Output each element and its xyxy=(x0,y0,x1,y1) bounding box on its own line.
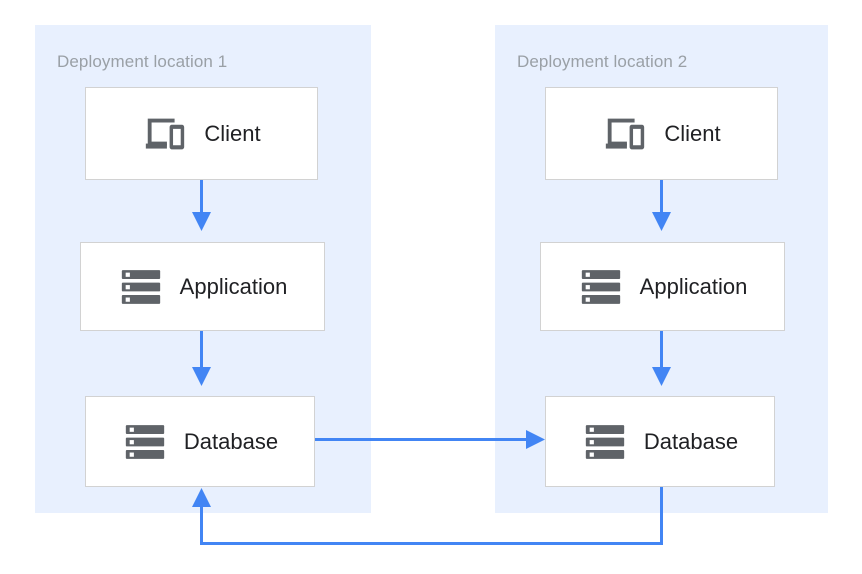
zone-2-title: Deployment location 2 xyxy=(517,52,688,71)
node-application-1-label: Application xyxy=(179,273,288,299)
node-client-1-label: Client xyxy=(204,120,261,146)
node-client-2[interactable]: Client xyxy=(545,87,778,180)
node-database-1-label: Database xyxy=(183,428,279,454)
devices-icon xyxy=(602,111,648,157)
node-application-2[interactable]: Application xyxy=(540,242,785,331)
zone-1-title: Deployment location 1 xyxy=(57,52,228,71)
devices-icon xyxy=(142,111,188,157)
node-database-1[interactable]: Database xyxy=(85,396,315,487)
node-database-2[interactable]: Database xyxy=(545,396,775,487)
server-icon xyxy=(582,419,628,465)
node-database-2-label: Database xyxy=(643,428,739,454)
server-icon xyxy=(122,419,168,465)
node-application-1[interactable]: Application xyxy=(80,242,325,331)
server-icon xyxy=(578,264,624,310)
node-application-2-label: Application xyxy=(639,273,748,299)
node-client-2-label: Client xyxy=(664,120,721,146)
node-client-1[interactable]: Client xyxy=(85,87,318,180)
server-icon xyxy=(118,264,164,310)
